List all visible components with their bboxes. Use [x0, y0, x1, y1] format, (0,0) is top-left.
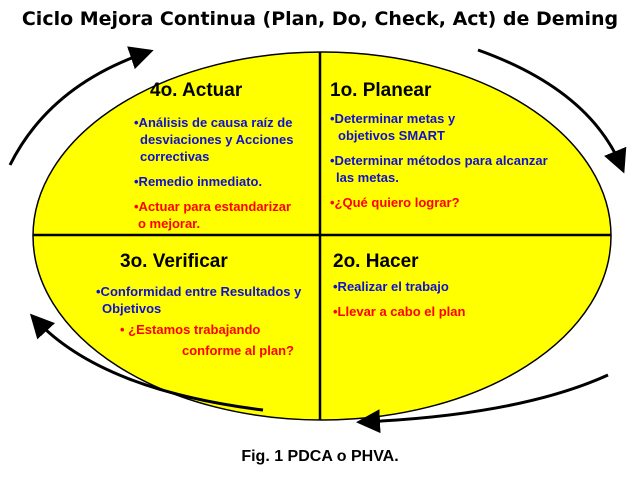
plan-item: •Determinar métodos para alcanzar [330, 153, 548, 168]
check-item: Objetivos [102, 301, 162, 316]
act-item: •Actuar para estandarizar [134, 199, 292, 214]
act-item: desviaciones y Acciones [140, 132, 294, 147]
figure-caption: Fig. 1 PDCA o PHVA. [241, 448, 399, 465]
plan-heading: 1o. Planear [330, 80, 432, 101]
act-list: •Análisis de causa raíz de desviaciones … [134, 114, 293, 232]
arrow-bottom-right [356, 373, 609, 434]
do-item: •Realizar el trabajo [333, 279, 449, 294]
check-item: conforme al plan? [182, 343, 294, 358]
check-heading: 3o. Verificar [120, 251, 228, 272]
do-heading: 2o. Hacer [333, 251, 419, 272]
plan-list: •Determinar metas y objetivos SMART •Det… [330, 110, 548, 211]
act-item: o mejorar. [138, 216, 201, 231]
check-item: •Conformidad entre Resultados y [96, 284, 302, 299]
act-item: correctivas [140, 149, 210, 164]
act-item: •Remedio inmediato. [134, 174, 263, 189]
arrow-top-left [8, 46, 154, 166]
do-item: •Llevar a cabo el plan [333, 304, 466, 319]
act-item: •Análisis de causa raíz de [134, 115, 293, 130]
act-heading: 4o. Actuar [150, 80, 243, 101]
diagram-title: Ciclo Mejora Continua (Plan, Do, Check, … [21, 8, 619, 30]
plan-item: las metas. [336, 170, 399, 185]
plan-item: objetivos SMART [338, 128, 445, 143]
check-list: •Conformidad entre Resultados y Objetivo… [96, 283, 301, 359]
plan-item: •Determinar metas y [330, 111, 456, 126]
do-list: •Realizar el trabajo •Llevar a cabo el p… [333, 278, 465, 320]
check-item: • ¿Estamos trabajando [120, 322, 261, 337]
arrow-top-right [477, 48, 627, 174]
plan-item: •¿Qué quiero lograr? [330, 195, 460, 210]
arrow-bottom-left [29, 313, 264, 412]
